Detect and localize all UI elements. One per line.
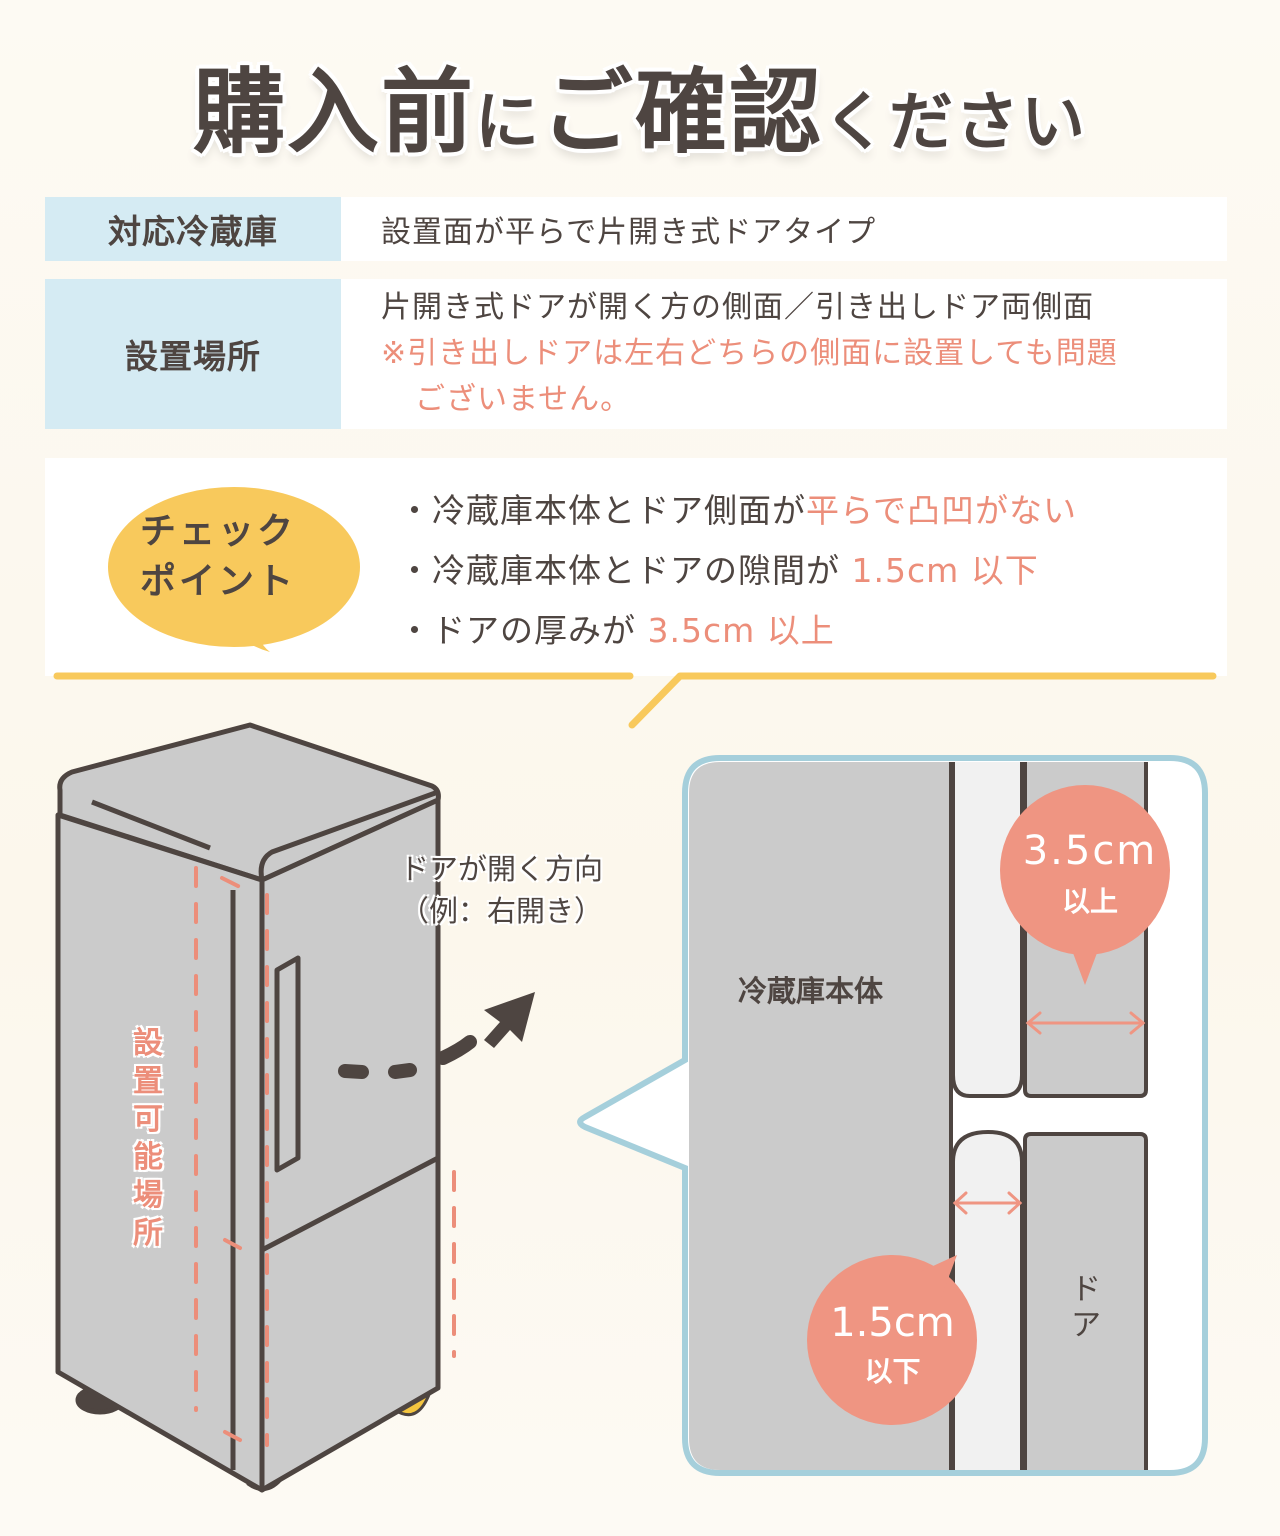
gap-badge <box>807 1255 977 1425</box>
spec-label: 設置場所 <box>45 279 341 429</box>
install-zone-dashes <box>194 866 456 1447</box>
gap-badge-qualifier: 以下 <box>864 1355 921 1388</box>
door-lower <box>1023 1132 1148 1470</box>
check-point-bubble <box>108 487 360 647</box>
thickness-badge-qualifier: 以上 <box>1061 885 1118 918</box>
door-direction-arrow <box>338 1035 477 1079</box>
spec-value: 片開き式ドアが開く方の側面／引き出しドア両側面 ※引き出しドアは左右どちらの側面… <box>341 279 1227 429</box>
fridge-top-line <box>91 799 211 851</box>
check-item: ・冷蔵庫本体とドア側面が平らで凸凹がない <box>398 485 1077 545</box>
door-direction-line1: ドアが開く方向 <box>400 852 604 886</box>
fridge-top-curve <box>258 789 439 881</box>
spec-note-line2: ございません。 <box>415 382 632 417</box>
check-item: ・ドアの厚みが 3.5cm 以上 <box>398 605 1077 665</box>
page-title: 購入前にご確認ください <box>0 38 1280 171</box>
arrow-head-icon <box>484 992 535 1048</box>
check-item: ・冷蔵庫本体とドアの隙間が 1.5cm 以下 <box>398 545 1077 605</box>
thickness-badge-tail <box>1070 945 1100 985</box>
gap-upper <box>951 762 1024 1098</box>
title-part3: ご確認 <box>541 59 824 166</box>
thickness-measure-arrow <box>1025 1011 1146 1035</box>
title-part2: に <box>475 86 541 160</box>
spec-value-text: 片開き式ドアが開く方の側面／引き出しドア両側面 <box>381 290 1094 325</box>
bubble-line2: ポイント <box>140 561 297 602</box>
gap-measure-arrow <box>952 1191 1023 1215</box>
gap-lower <box>951 1129 1024 1470</box>
gap-badge-tail <box>920 1255 957 1300</box>
divider-line <box>53 672 1217 729</box>
check-item-text: ・冷蔵庫本体とドアの隙間が <box>398 551 852 590</box>
check-point-bubble-text: チェック ポイント <box>140 507 340 607</box>
door-direction-line2: （例：右開き） <box>400 894 604 928</box>
thickness-badge-value: 3.5cm <box>1022 828 1158 874</box>
door-label: ドア <box>1071 1272 1101 1343</box>
fridge-illustration <box>55 722 441 1493</box>
title-part4: ください <box>823 86 1088 160</box>
check-item-text: ・冷蔵庫本体とドア側面が <box>398 491 806 530</box>
check-item-highlight: 1.5cm 以下 <box>851 551 1039 590</box>
check-list: ・冷蔵庫本体とドア側面が平らで凸凹がない ・冷蔵庫本体とドアの隙間が 1.5cm… <box>398 485 1077 665</box>
spec-note-line1: ※引き出しドアは左右どちらの側面に設置しても問題 <box>381 336 1118 371</box>
spec-label: 対応冷蔵庫 <box>45 197 341 261</box>
title-part1: 購入前 <box>192 59 475 166</box>
gap-badge-value: 1.5cm <box>830 1300 955 1346</box>
spec-row-install-location: 設置場所 片開き式ドアが開く方の側面／引き出しドア両側面 ※引き出しドアは左右ど… <box>45 279 1227 429</box>
door-handle <box>274 955 301 1173</box>
check-item-text: ・ドアの厚みが <box>398 611 648 650</box>
fridge-body-label: 冷蔵庫本体 <box>738 974 884 1008</box>
spec-row-compatible-fridge: 対応冷蔵庫 設置面が平らで片開き式ドアタイプ <box>45 197 1227 261</box>
check-item-highlight: 平らで凸凹がない <box>806 491 1078 530</box>
drawer-line <box>260 1155 440 1253</box>
spec-value: 設置面が平らで片開き式ドアタイプ <box>341 197 1227 261</box>
door-direction-label: ドアが開く方向 （例：右開き） <box>400 848 603 932</box>
spec-value-text: 設置面が平らで片開き式ドアタイプ <box>381 215 877 250</box>
check-item-highlight: 3.5cm 以上 <box>647 611 835 650</box>
thickness-badge <box>1000 785 1170 955</box>
fridge-right-face <box>259 797 441 1493</box>
bubble-line1: チェック <box>140 511 297 552</box>
install-area-label: 設置可能場所 <box>133 1026 163 1251</box>
